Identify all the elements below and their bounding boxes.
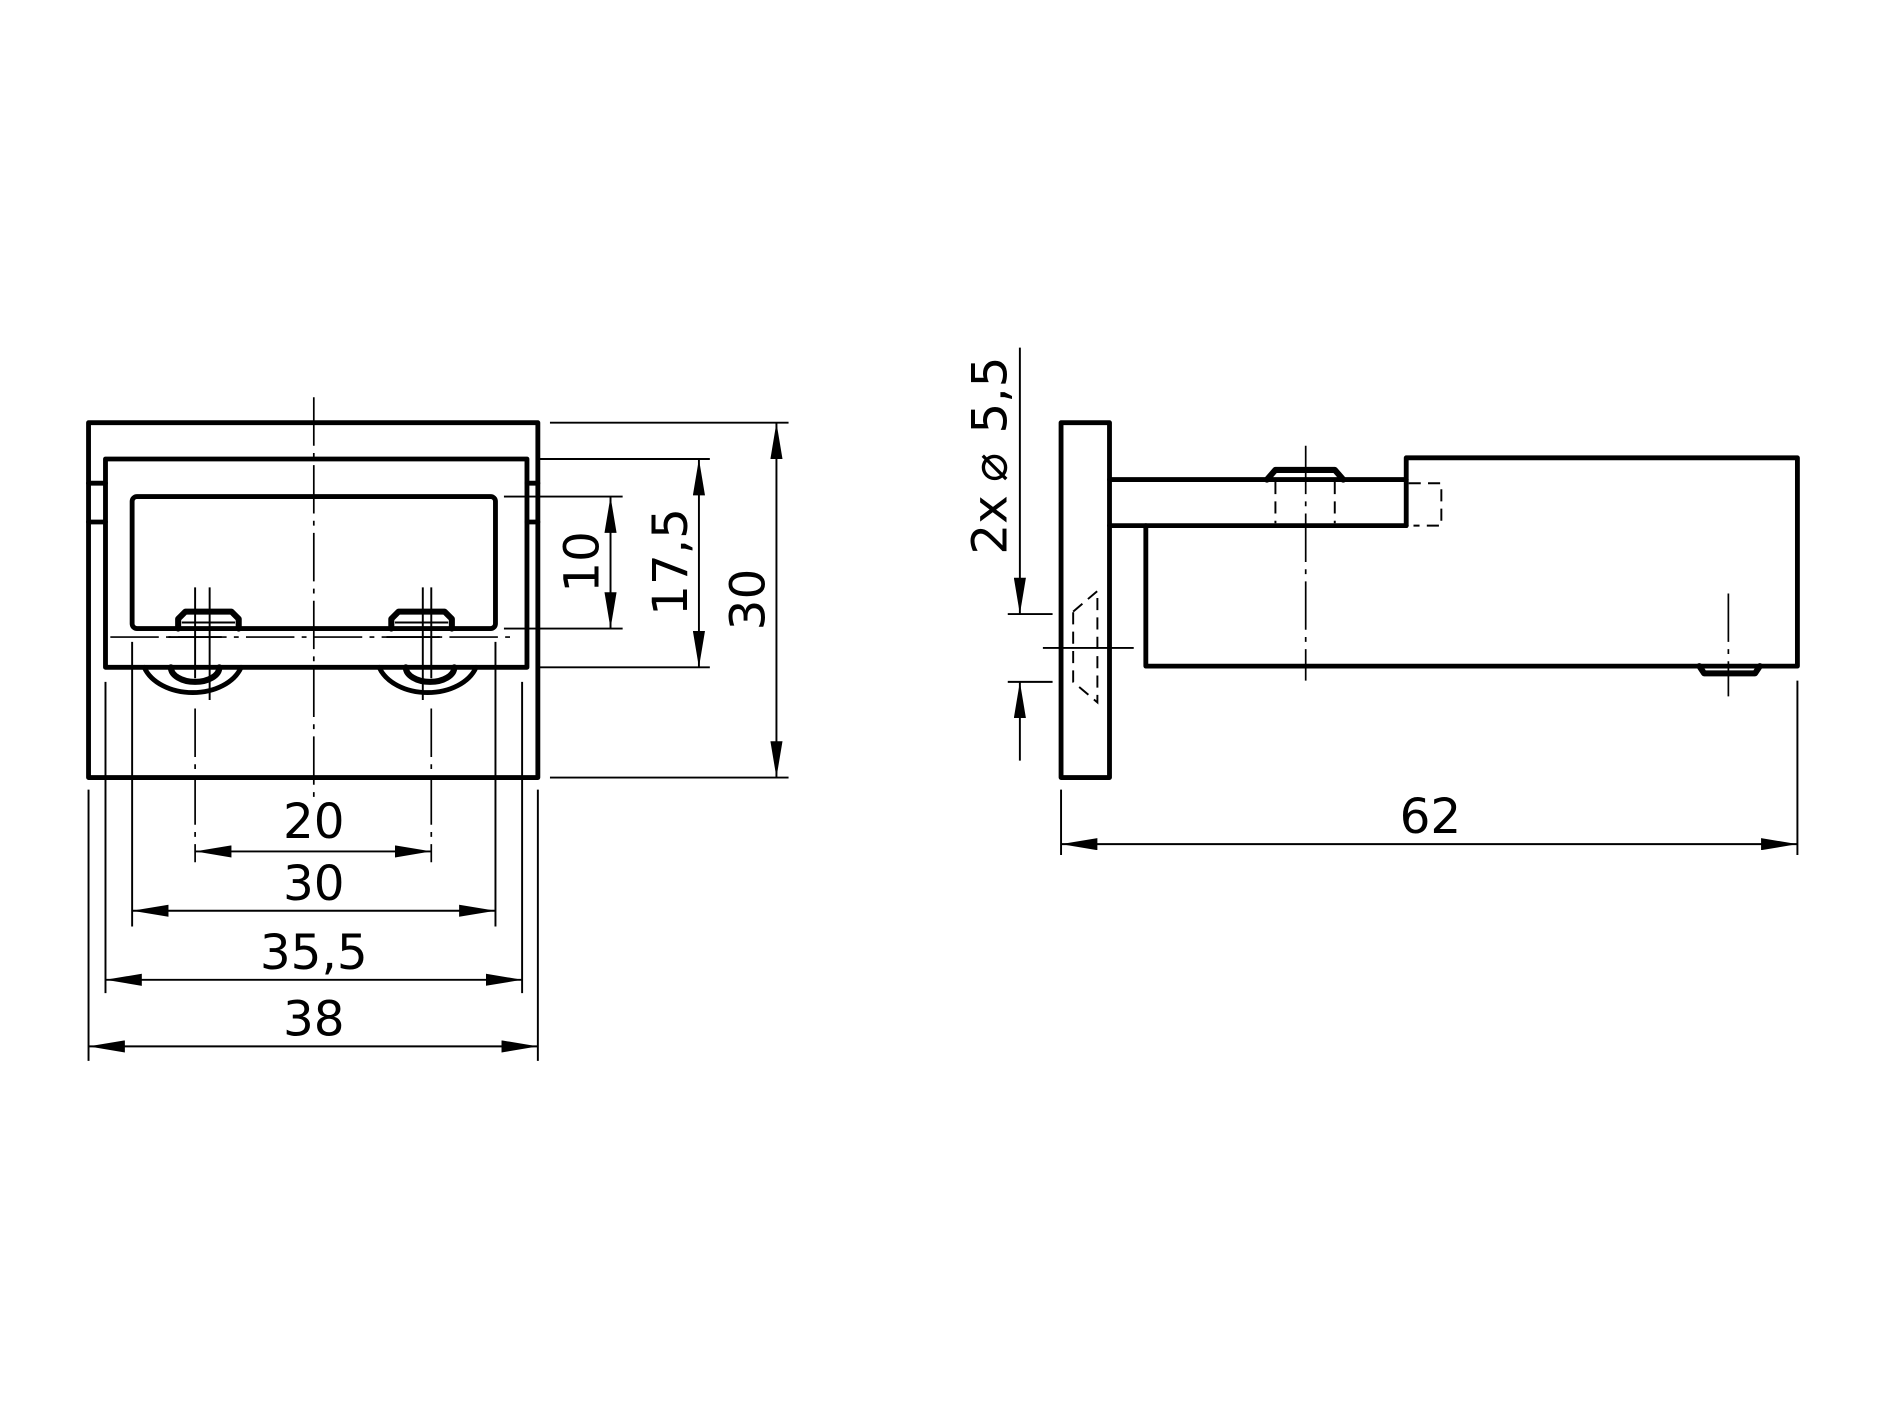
dim-30-width: 30: [283, 856, 345, 912]
dim-38: 38: [283, 992, 345, 1048]
dim-30-height: 30: [720, 569, 776, 631]
dim-20: 20: [283, 794, 345, 850]
screw-head-left: [175, 608, 242, 632]
roller-left: [141, 664, 244, 695]
hole-diameter: 5,5: [963, 357, 1019, 434]
front-view: 20 30 35,5 38 10 17,5 30: [86, 397, 789, 1061]
dim-17-5: 17,5: [643, 508, 699, 616]
screw-top: [1263, 445, 1347, 681]
dim-35-5: 35,5: [260, 925, 368, 981]
roller-right: [376, 664, 479, 695]
hole-count: 2x: [963, 495, 1019, 554]
front-bracket: [103, 456, 530, 670]
side-view: 2x ⌀ 5,5 62: [963, 347, 1800, 856]
screw-head-right: [388, 608, 455, 632]
screw-bottom: [1696, 593, 1763, 697]
diameter-symbol: ⌀: [963, 453, 1019, 482]
dim-62: 62: [1400, 789, 1462, 845]
side-arm-body: [1107, 455, 1800, 669]
hole-callout: 2x ⌀ 5,5: [963, 357, 1019, 555]
side-wall-plate: [1058, 420, 1112, 780]
countersunk-hole: [1042, 588, 1134, 705]
dim-10: 10: [554, 531, 610, 593]
